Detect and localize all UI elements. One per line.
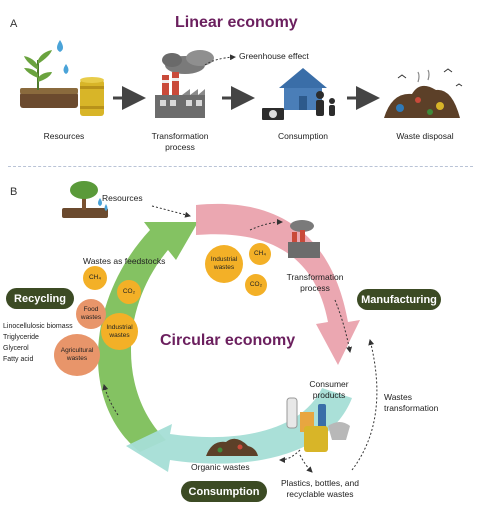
transformation-process-b-label: Transformation process bbox=[286, 272, 344, 293]
consumption-label: Consumption bbox=[277, 131, 329, 141]
consumer-products-illustration bbox=[286, 397, 350, 452]
industrial-wastes-bubble-right: Industrial wastes bbox=[205, 245, 243, 283]
circular-economy-title: Circular economy bbox=[160, 332, 296, 349]
product-glycerol: Glycerol bbox=[3, 345, 29, 352]
organic-waste-illustration bbox=[206, 438, 258, 456]
factory-illustration bbox=[155, 50, 214, 118]
co2-bubble-left: CO₂ bbox=[117, 280, 141, 304]
consumption-arrow bbox=[126, 388, 352, 472]
waste-disposal-label: Waste disposal bbox=[396, 131, 454, 141]
plastics-label: Plastics, bottles, and recyclable wastes bbox=[281, 478, 359, 499]
ch4-bubble-right: CH₄ bbox=[249, 243, 271, 265]
panel-divider bbox=[8, 166, 473, 167]
ch4-bubble-left: CH₄ bbox=[83, 266, 107, 290]
wastes-feedstocks-label: Wastes as feedstocks bbox=[83, 256, 166, 266]
plastics-flow-arrow bbox=[299, 454, 313, 473]
organic-wastes-label: Organic wastes bbox=[191, 462, 250, 472]
wastes-transformation-arrow bbox=[351, 339, 378, 471]
manufacturing-arrow bbox=[196, 203, 360, 365]
consumption-pill: Consumption bbox=[181, 481, 267, 502]
product-fatty-acid: Fatty acid bbox=[3, 356, 34, 363]
consumer-products-label: Consumer products bbox=[309, 379, 349, 400]
industrial-wastes-bubble-left: Industrial wastes bbox=[101, 313, 138, 350]
resources-label: Resources bbox=[43, 131, 85, 141]
greenhouse-arrow bbox=[204, 54, 236, 66]
recycling-flow-arrow bbox=[102, 384, 119, 416]
recycling-arrow bbox=[97, 222, 198, 452]
greenhouse-label: Greenhouse effect bbox=[239, 51, 309, 61]
product-lignocellulosic: Linocellulosic biomass bbox=[3, 323, 73, 330]
agricultural-wastes-bubble: Agricultural wastes bbox=[54, 334, 100, 376]
consumption-illustration bbox=[262, 68, 335, 120]
tree-illustration bbox=[62, 181, 108, 218]
resources-illustration bbox=[20, 40, 104, 116]
waste-pile-illustration bbox=[384, 68, 463, 118]
transformation-label: Transformation process bbox=[151, 131, 209, 152]
product-triglyceride: Triglyceride bbox=[3, 334, 39, 341]
co2-bubble-right: CO₂ bbox=[245, 274, 267, 296]
panel-b-letter: B bbox=[10, 186, 18, 198]
wastes-transformation-label: Wastes transformation bbox=[384, 392, 439, 413]
food-wastes-bubble: Food wastes bbox=[76, 299, 106, 329]
manufacturing-flow-arrow-2 bbox=[334, 299, 353, 353]
recycling-pill: Recycling bbox=[6, 288, 74, 309]
linear-economy-title: Linear economy bbox=[175, 14, 298, 31]
small-factory-illustration bbox=[288, 220, 320, 258]
organic-flow-arrow bbox=[279, 449, 301, 463]
manufacturing-pill: Manufacturing bbox=[357, 289, 441, 310]
panel-a-letter: A bbox=[10, 18, 18, 30]
resources-flow-arrow bbox=[151, 205, 191, 218]
resources-b-label: Resources bbox=[102, 193, 143, 203]
